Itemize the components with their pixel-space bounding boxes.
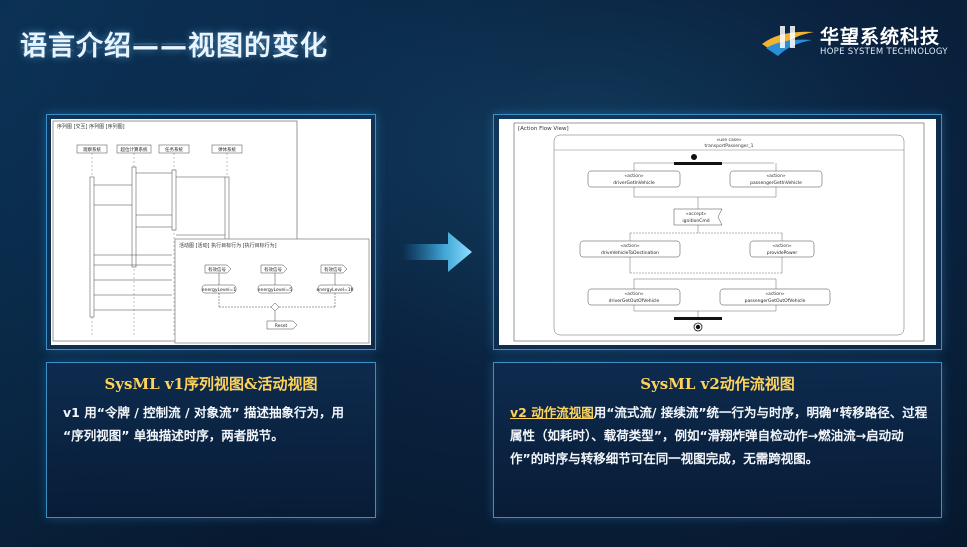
v2-body-text: 用“流式流/ 接续流”统一行为与时序，明确“转移路径、过程属性（如耗时）、载荷类… xyxy=(510,405,928,466)
lifeline-label: 任务系统 xyxy=(165,146,183,153)
node-kind: «action» xyxy=(624,291,644,297)
frame-kind: «use case» xyxy=(716,138,741,143)
frame-name: transportPassenger_1 xyxy=(705,143,754,149)
logo-mark-icon xyxy=(762,26,814,56)
v1-description-panel: SysML v1序列视图&活动视图 v1 用“令牌 / 控制流 / 对象流” 描… xyxy=(46,362,376,518)
act-signal-label: 有效信号 xyxy=(264,266,282,273)
v1-heading: SysML v1序列视图&活动视图 xyxy=(104,375,318,393)
node-name: driverGetInVehicle xyxy=(613,180,655,186)
act-node-label: energyLevel=10 xyxy=(316,287,353,293)
act-node-label: energyLevel=1 xyxy=(202,287,236,293)
v1-diagram-panel: 序列图 [交互] 序列图 [序列图] 观察系统 超位计算系统 任务系统 弹体系统 xyxy=(46,114,376,350)
node-kind: «action» xyxy=(624,173,644,179)
v2-heading: SysML v2动作流视图 xyxy=(640,375,795,393)
act-node-label: energyLevel=5 xyxy=(258,287,292,293)
initial-node-icon xyxy=(691,154,697,160)
v2-body: v2 动作流视图用“流式流/ 接续流”统一行为与时序，明确“转移路径、过程属性（… xyxy=(510,401,930,470)
node-kind: «action» xyxy=(765,291,785,297)
act-final-label: Reset xyxy=(275,323,288,329)
v2-description-panel: SysML v2动作流视图 v2 动作流视图用“流式流/ 接续流”统一行为与时序… xyxy=(493,362,942,518)
node-name: ignitionCmd xyxy=(682,218,709,224)
v2-highlight: v2 动作流视图 xyxy=(510,405,594,420)
seq-frame-title: 序列图 [交互] 序列图 [序列图] xyxy=(57,123,125,130)
fork-bar xyxy=(674,162,722,165)
transition-arrow-icon xyxy=(402,232,472,272)
lifeline-label: 观察系统 xyxy=(83,146,101,153)
sequence-messages xyxy=(89,166,230,318)
node-kind: «action» xyxy=(620,243,640,249)
flow-nodes: «action» driverGetInVehicle «action» pas… xyxy=(579,170,831,306)
flow-edges xyxy=(629,163,783,317)
node-kind: «action» xyxy=(772,243,792,249)
lifeline-label: 超位计算系统 xyxy=(121,146,148,153)
act-frame-title: 活动图 [活动] 执行目标行为 [执行目标行为] xyxy=(179,242,277,249)
lifelines: 观察系统 超位计算系统 任务系统 弹体系统 xyxy=(76,144,243,337)
node-name: passengerGetOutOfVehicle xyxy=(745,298,806,304)
node-kind: «action» xyxy=(766,173,786,179)
node-name: providePower xyxy=(767,250,798,256)
act-signal-label: 有效信号 xyxy=(324,266,342,273)
activity-nodes: energyLevel=1 energyLevel=5 energyLevel=… xyxy=(201,273,354,330)
logo-english-name: HOPE SYSTEM TECHNOLOGY xyxy=(820,47,948,57)
node-name: passengerGetInVehicle xyxy=(750,180,802,186)
join-bar xyxy=(674,317,722,320)
node-name: driveVehicleToDestination xyxy=(601,250,659,256)
slide-title-reflection: 语言介绍——视图的变化 xyxy=(20,35,328,54)
slide-title: 语言介绍——视图的变化 xyxy=(20,31,328,62)
node-kind: «accept» xyxy=(686,211,707,217)
company-logo: 华望系统科技 HOPE SYSTEM TECHNOLOGY xyxy=(760,22,950,62)
act-signal-label: 有效信号 xyxy=(208,266,226,273)
v1-diagram-image: 序列图 [交互] 序列图 [序列图] 观察系统 超位计算系统 任务系统 弹体系统 xyxy=(51,119,371,345)
lifeline-label: 弹体系统 xyxy=(218,146,236,153)
v2-diagram-image: [Action Flow View] «use case» transportP… xyxy=(499,119,936,345)
activity-signals: 有效信号 有效信号 有效信号 xyxy=(204,264,348,274)
view-title: [Action Flow View] xyxy=(518,126,569,132)
v2-diagram-panel: [Action Flow View] «use case» transportP… xyxy=(493,114,942,350)
logo-chinese-name: 华望系统科技 xyxy=(820,26,941,48)
node-name: driverGetOutOfVehicle xyxy=(609,298,660,304)
v1-body: v1 用“令牌 / 控制流 / 对象流” 描述抽象行为，用 “序列视图” 单独描… xyxy=(63,405,345,443)
